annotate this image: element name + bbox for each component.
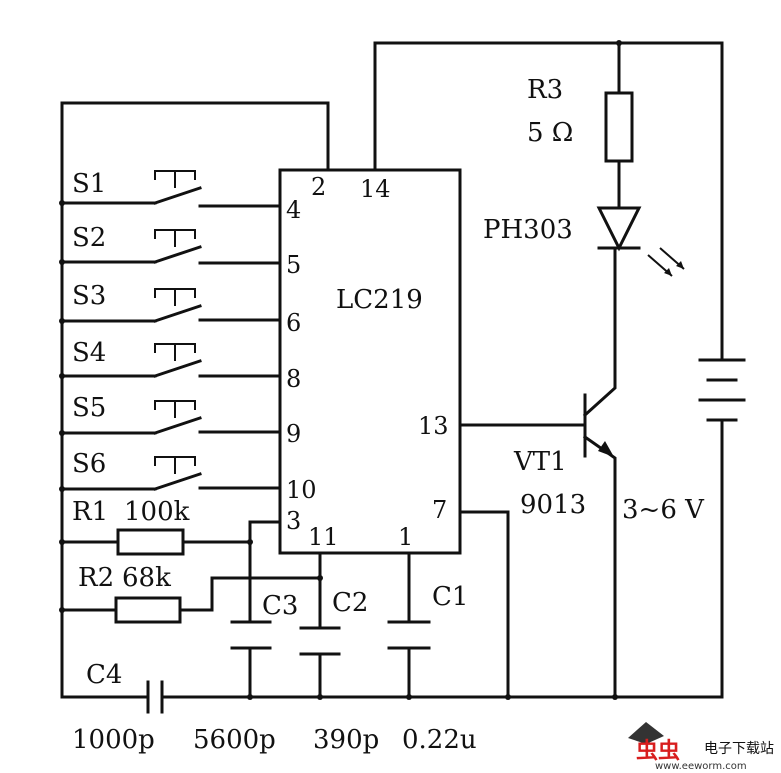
watermark-url: www.eeworm.com [655, 761, 747, 772]
switch-s1 [60, 170, 282, 208]
c2-value: 390p [313, 725, 379, 755]
resistor-r1 [60, 528, 252, 556]
ic-pin-5: 5 [286, 251, 301, 279]
ic-pin-4: 4 [286, 196, 301, 224]
capacitor-c2 [299, 551, 341, 699]
battery [698, 358, 746, 699]
ic-pin-13: 13 [418, 412, 449, 440]
switch-s4-label: S4 [72, 338, 106, 368]
ic-pin-10: 10 [286, 476, 317, 504]
c3-name: C3 [262, 591, 298, 621]
ic-pin-7: 7 [432, 496, 447, 524]
ic-pin-1: 1 [398, 523, 413, 551]
switch-s6 [60, 456, 282, 491]
r3-value: 5 Ω [527, 118, 573, 148]
transistor-vt1 [582, 246, 617, 699]
r1-name: R1 [72, 497, 108, 527]
watermark-logo: 虫虫 电子下载站 www.eeworm.com [628, 722, 774, 772]
r3-name: R3 [527, 75, 563, 105]
c4-name: C4 [86, 660, 122, 690]
ic-name: LC219 [336, 285, 423, 315]
switch-s2-label: S2 [72, 223, 106, 253]
ic-pin-6: 6 [286, 309, 301, 337]
r2-value: 68k [122, 563, 171, 593]
switch-s3 [60, 288, 282, 323]
watermark-title: 电子下载站 [704, 741, 774, 757]
c1-name: C1 [432, 582, 468, 612]
resistor-r2 [60, 576, 322, 624]
ic-pin-9: 9 [286, 420, 301, 448]
ic-pin-8: 8 [286, 365, 301, 393]
left-bus-wire [60, 101, 330, 692]
watermark-brand-icon: 虫虫 [636, 738, 680, 764]
switch-s4 [60, 343, 282, 378]
r1-value: 100k [124, 497, 190, 527]
switch-s5 [60, 400, 282, 435]
r2-name: R2 [78, 563, 114, 593]
switch-s1-label: S1 [72, 169, 106, 199]
c3-value: 5600p [193, 725, 276, 755]
vt1-model: 9013 [520, 490, 586, 520]
resistor-r3 [604, 41, 634, 210]
led-ph303 [596, 206, 685, 277]
ic-lc219-body [278, 168, 462, 555]
ic-pin-11: 11 [308, 523, 339, 551]
switch-s3-label: S3 [72, 281, 106, 311]
vt1-name: VT1 [513, 447, 567, 477]
capacitor-c1 [387, 551, 431, 699]
c2-name: C2 [332, 588, 368, 618]
pin3-wire [248, 520, 282, 624]
c4-value: 1000p [72, 725, 155, 755]
battery-voltage: 3~6 V [622, 495, 705, 525]
switch-s5-label: S5 [72, 393, 106, 423]
ic-pin-2: 2 [311, 173, 326, 201]
ic-pin-14: 14 [360, 175, 391, 203]
switch-s2 [60, 229, 282, 265]
capacitor-c4 [60, 680, 724, 714]
capacitor-c3 [230, 620, 272, 699]
top-rail-wire [373, 41, 724, 362]
c1-value: 0.22u [402, 725, 477, 755]
pin7-wire [458, 510, 510, 699]
led-name: PH303 [483, 215, 573, 245]
ic-pin-3: 3 [286, 507, 301, 535]
switch-s6-label: S6 [72, 449, 106, 479]
